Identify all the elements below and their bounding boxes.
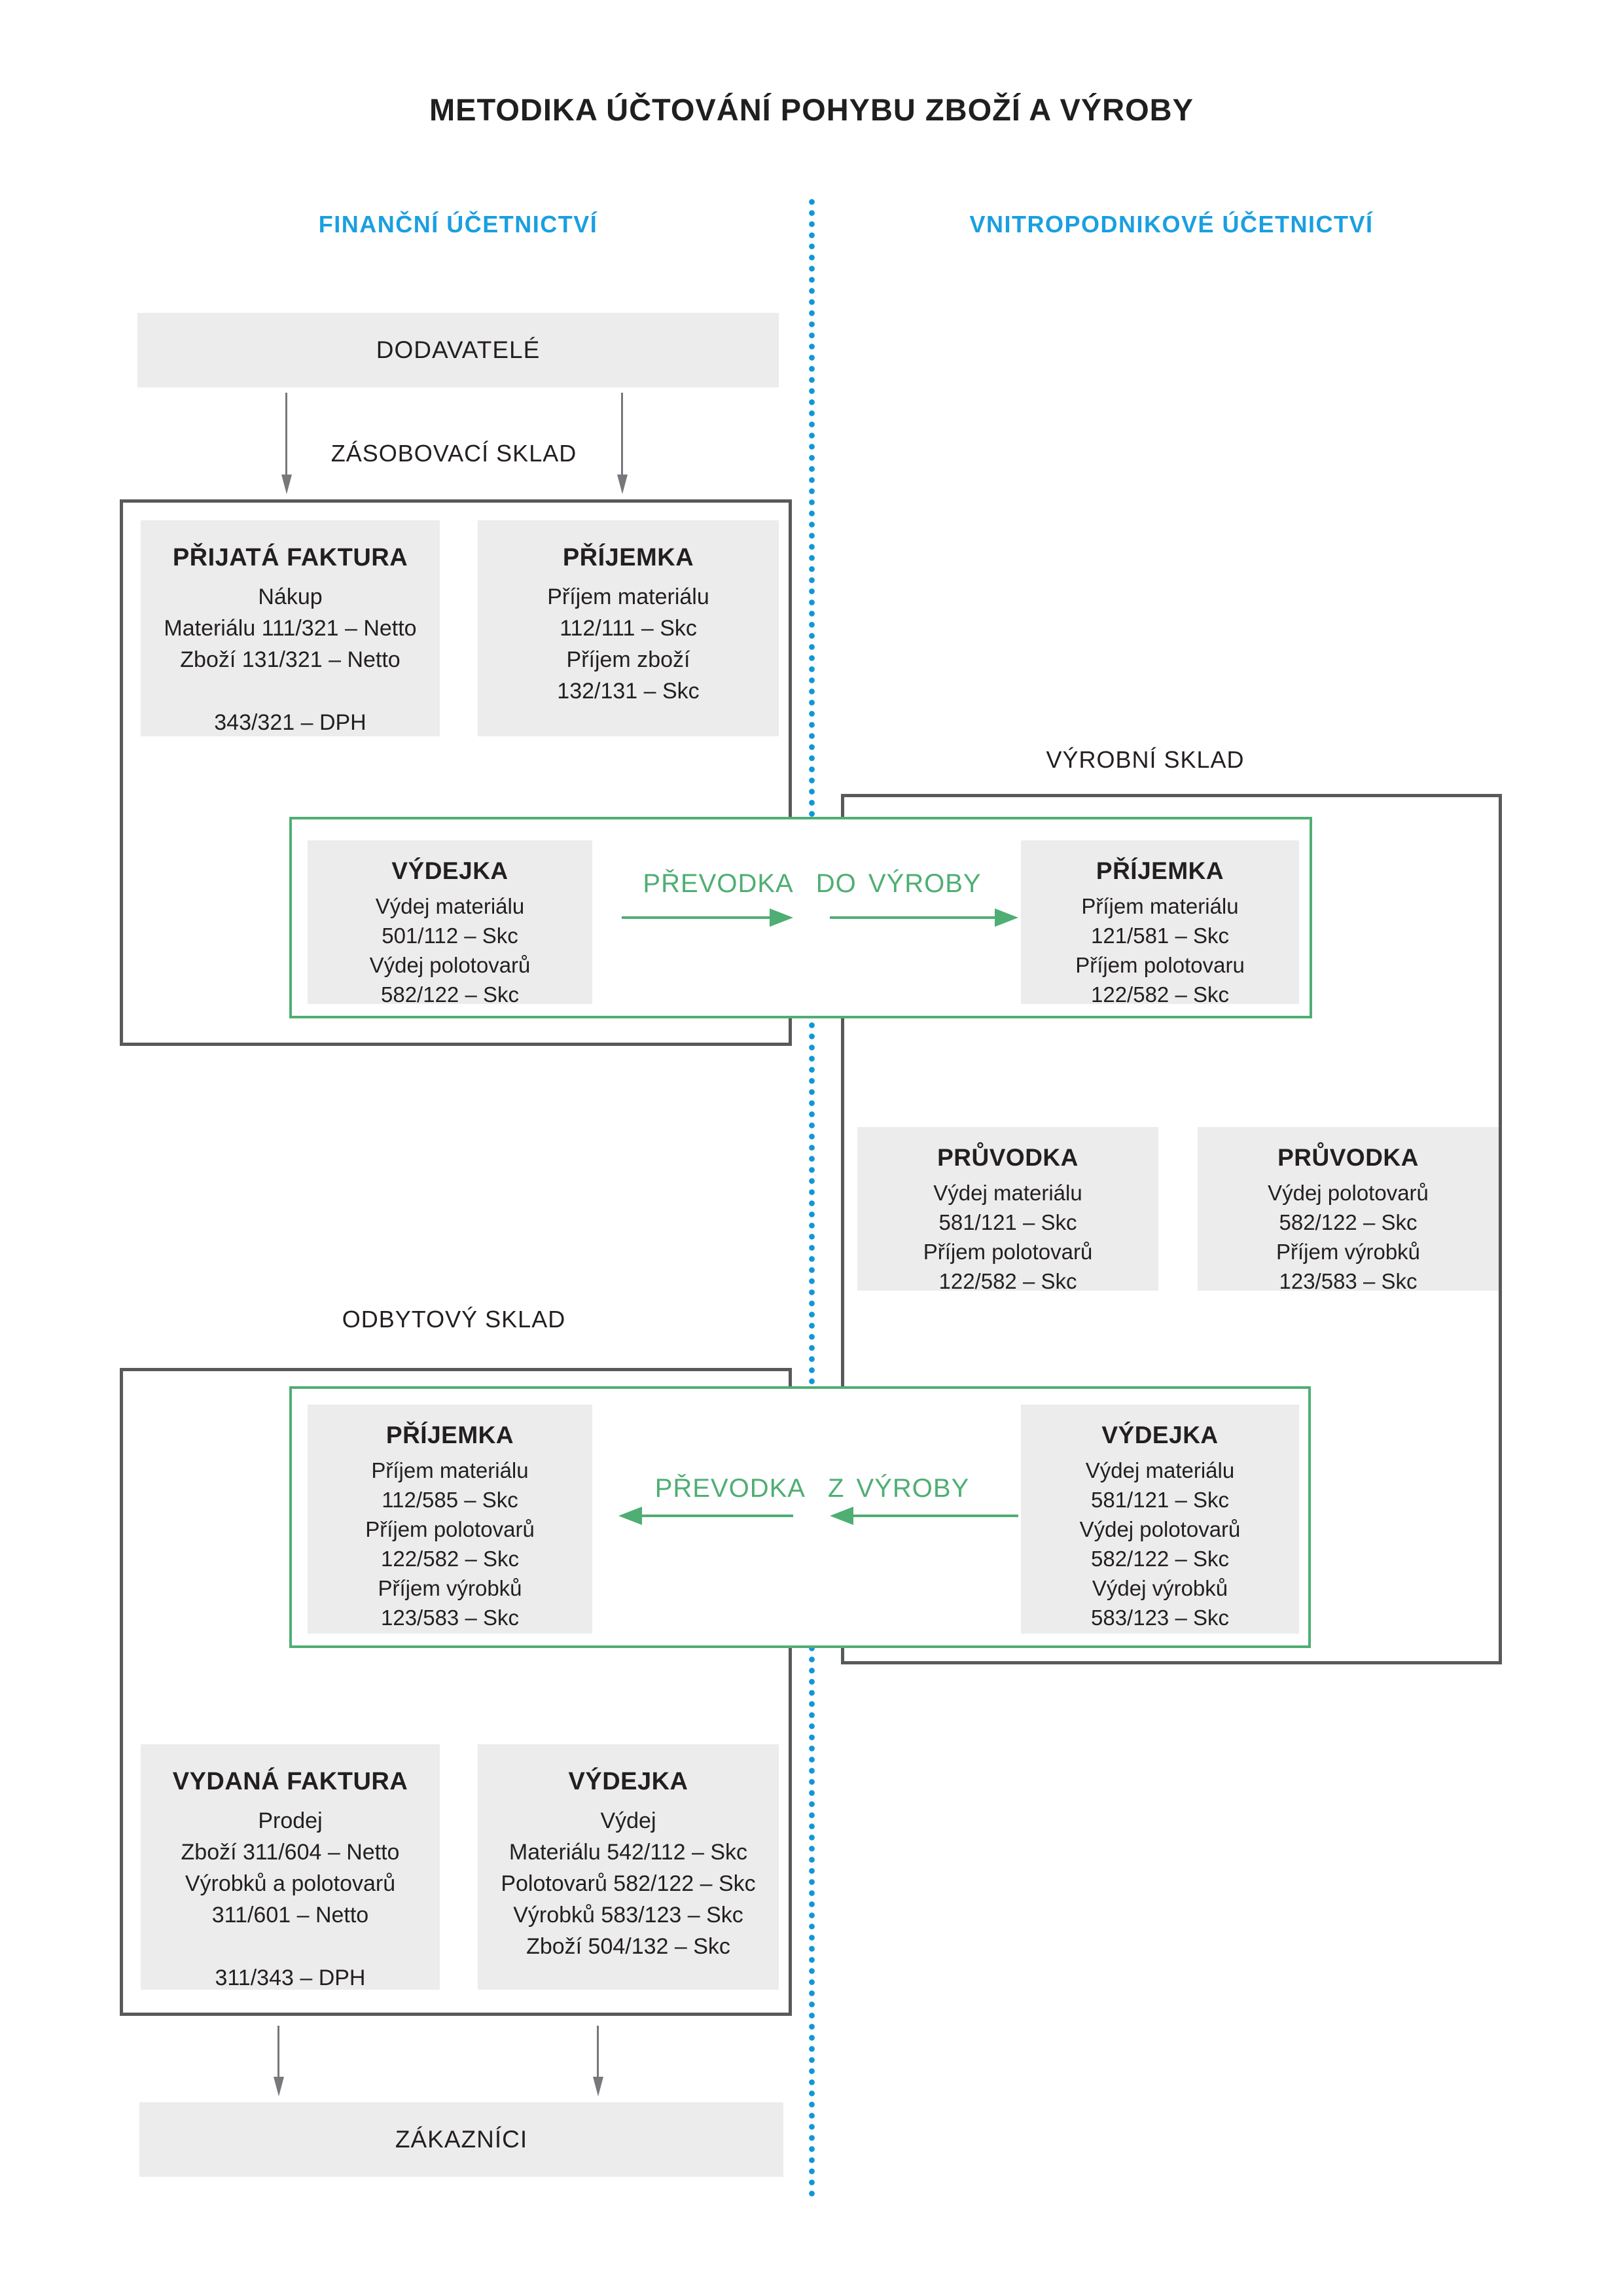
card-line: Výdej materiálu [933,1181,1082,1205]
customers-box: ZÁKAZNÍCI [139,2102,783,2177]
card-line: Příjem polotovaru [1075,953,1245,977]
transfer-arrow-right-1 [622,916,770,919]
card-line: 132/131 – Skc [557,679,700,704]
card-line: 122/582 – Skc [381,1547,519,1571]
flow-arrow-down-left [285,393,287,475]
job-ticket-card-right: PRŮVODKA Výdej polotovarů 582/122 – Skc … [1198,1127,1499,1293]
card-line: Příjem materiálu [1081,894,1239,918]
card-title: PŘÍJEMKA [562,544,694,571]
supply-warehouse-label: ZÁSOBOVACÍ SKLAD [330,440,577,467]
card-line: 123/583 – Skc [1279,1269,1418,1293]
card-line: Nákup [258,584,323,609]
flow-arrow-down-bottom-left [277,2026,279,2077]
card-line: Materiálu 111/321 – Netto [164,616,417,641]
card-title: PŘÍJEMKA [385,1422,514,1448]
receipt-production-card: PŘÍJEMKA Příjem materiálu 121/581 – Skc … [1021,840,1299,1007]
issue-to-production-card: VÝDEJKA Výdej materiálu 501/112 – Skc Vý… [308,840,592,1007]
customers-label: ZÁKAZNÍCI [395,2126,528,2153]
card-line: Výdej polotovarů [1268,1181,1429,1205]
card-line: 582/122 – Skc [1279,1210,1418,1234]
card-line: Výdej polotovarů [369,953,531,977]
card-line-spacer [141,675,440,707]
card-line: 311/601 – Netto [211,1903,369,1928]
card-line: Zboží 504/132 – Skc [526,1934,730,1959]
card-title: PŘÍJEMKA [1096,857,1224,884]
card-line: 123/583 – Skc [381,1605,519,1630]
sales-warehouse-label: ODBYTOVÝ SKLAD [342,1306,566,1333]
card-line: Příjem polotovarů [365,1517,535,1541]
card-line: Příjem výrobků [1275,1240,1421,1264]
card-line: 581/121 – Skc [1091,1488,1229,1512]
card-line: Příjem materiálu [547,584,709,609]
card-line: 122/582 – Skc [938,1269,1077,1293]
card-title: VÝDEJKA [1101,1422,1219,1448]
column-header-financial: FINANČNÍ ÚČETNICTVÍ [318,211,598,238]
card-line: Příjem zboží [566,647,690,672]
card-line: Výdej výrobků [1092,1576,1228,1600]
received-invoice-card: PŘIJATÁ FAKTURA Nákup Materiálu 111/321 … [141,520,440,736]
production-warehouse-label: VÝROBNÍ SKLAD [1046,746,1245,773]
transfer-from-production-label: PŘEVODKA Z VÝROBY [654,1474,970,1503]
card-line: Příjem výrobků [378,1576,522,1600]
card-line: Materiálu 542/112 – Skc [508,1840,748,1865]
suppliers-box: DODAVATELÉ [137,313,779,387]
card-line: 583/123 – Skc [1091,1605,1229,1630]
column-divider-dotted-line [809,196,815,2199]
card-title: VÝDEJKA [391,857,508,884]
card-line: 311/343 – DPH [215,1965,366,1990]
card-line: Výdej materiálu [375,894,525,918]
transfer-to-production-label: PŘEVODKA DO VÝROBY [643,869,982,898]
job-ticket-card-left: PRŮVODKA Výdej materiálu 581/121 – Skc P… [857,1127,1158,1293]
card-line: Výdej materiálu [1085,1458,1235,1482]
card-line: Příjem polotovarů [923,1240,1093,1264]
card-line: Příjem materiálu [371,1458,529,1482]
card-title: VÝDEJKA [568,1768,688,1795]
transfer-panel-from-production: PŘÍJEMKA Příjem materiálu 112/585 – Skc … [289,1386,1311,1648]
transfer-panel-to-production: VÝDEJKA Výdej materiálu 501/112 – Skc Vý… [289,817,1312,1018]
card-title: VYDANÁ FAKTURA [172,1768,408,1795]
receipt-supply-card: PŘÍJEMKA Příjem materiálu 112/111 – Skc … [478,520,779,736]
card-line: 343/321 – DPH [214,710,366,735]
column-header-internal: VNITROPODNIKOVÉ ÚČETNICTVÍ [969,211,1374,238]
card-line: 121/581 – Skc [1091,924,1229,948]
card-line: Výdej polotovarů [1079,1517,1241,1541]
issued-invoice-card: VYDANÁ FAKTURA Prodej Zboží 311/604 – Ne… [141,1744,440,1990]
card-line: 112/111 – Skc [560,616,697,641]
card-line: Prodej [258,1808,323,1833]
page-title: METODIKA ÚČTOVÁNÍ POHYBU ZBOŽÍ A VÝROBY [429,92,1194,127]
card-line: 501/112 – Skc [382,924,518,948]
card-line: 582/122 – Skc [381,982,519,1007]
card-line: 582/122 – Skc [1091,1547,1229,1571]
flow-arrow-down-bottom-right [597,2026,599,2077]
sales-warehouse-frame [120,1368,792,2016]
card-title: PRŮVODKA [937,1144,1079,1171]
transfer-arrow-right-2 [830,916,995,919]
issue-from-production-card: VÝDEJKA Výdej materiálu 581/121 – Skc Vý… [1021,1405,1299,1634]
card-line: 581/121 – Skc [938,1210,1077,1234]
suppliers-label: DODAVATELÉ [376,336,541,363]
transfer-arrow-left-2 [853,1515,1018,1517]
transfer-arrow-left-1 [642,1515,793,1517]
card-title: PŘIJATÁ FAKTURA [172,544,408,571]
card-line: Polotovarů 582/122 – Skc [501,1871,756,1896]
card-line: Zboží 311/604 – Netto [181,1840,400,1865]
flow-arrow-down-right [621,393,623,475]
issue-sale-card: VÝDEJKA Výdej Materiálu 542/112 – Skc Po… [478,1744,779,1990]
card-line: Zboží 131/321 – Netto [180,647,401,672]
card-line-spacer [141,1931,440,1962]
supply-warehouse-frame [120,499,792,1046]
card-line: 122/582 – Skc [1091,982,1229,1007]
card-line: 112/585 – Skc [382,1488,518,1512]
card-line: Výrobků 583/123 – Skc [513,1903,743,1928]
production-warehouse-frame [841,794,1502,1664]
card-line: Výrobků a polotovarů [185,1871,396,1896]
card-title: PRŮVODKA [1277,1144,1419,1171]
receipt-sales-card: PŘÍJEMKA Příjem materiálu 112/585 – Skc … [308,1405,592,1634]
card-line: Výdej [600,1808,656,1833]
